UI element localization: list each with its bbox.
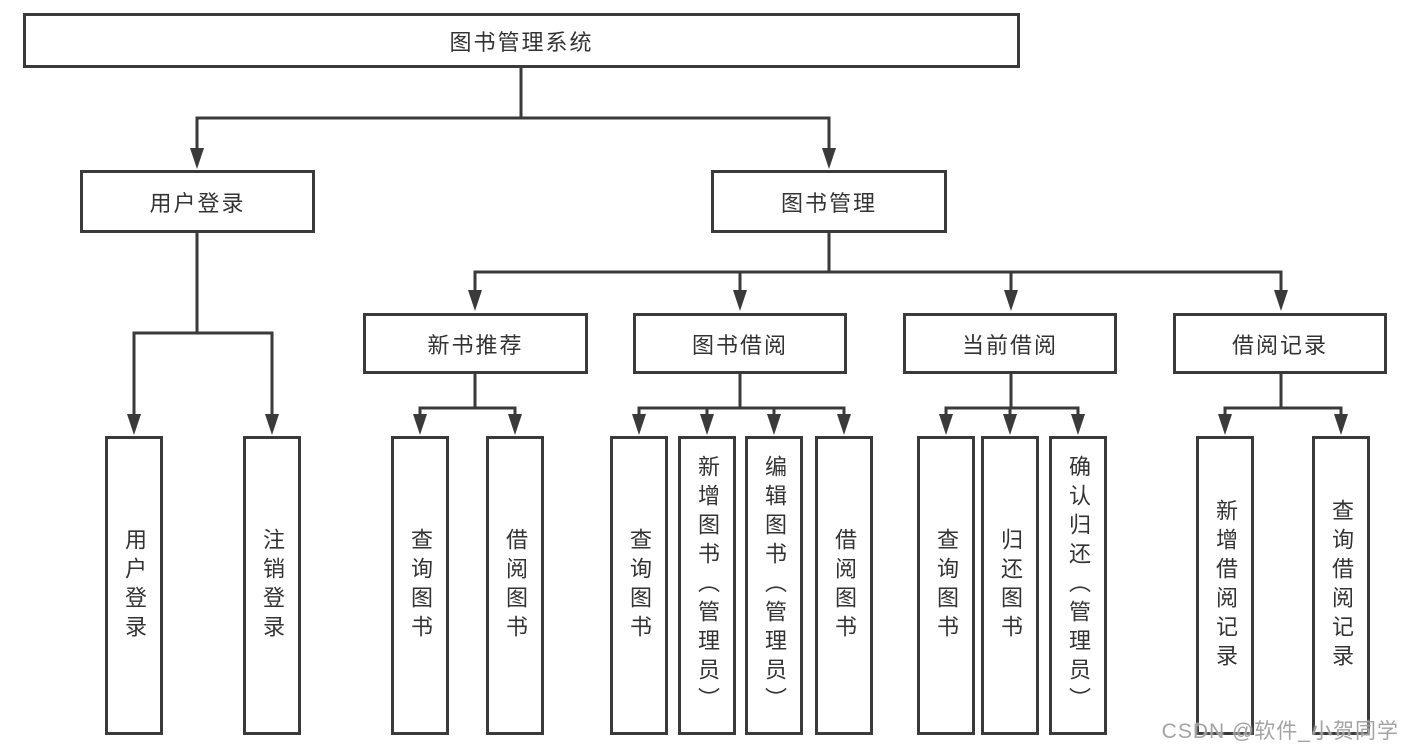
connector-branch-level1 — [195, 116, 831, 149]
node-book-borrow-label: 图书借阅 — [691, 332, 788, 358]
arrowheads — [127, 148, 1348, 435]
leaf-current-borrow-0: 查询图书 — [917, 436, 975, 735]
leaf-label: 借阅图书 — [832, 527, 857, 644]
connector-branch-userlogin — [132, 331, 274, 416]
leaf-label: 编辑图书（管理员） — [762, 455, 787, 716]
node-book-borrow: 图书借阅 — [633, 313, 847, 374]
leaf-current-borrow-1: 归还图书 — [981, 436, 1039, 735]
connector-branch-currentborrow — [944, 406, 1080, 416]
node-new-book: 新书推荐 — [363, 313, 588, 374]
node-current-borrow-label: 当前借阅 — [961, 332, 1058, 358]
leaf-borrow-records-0: 新增借阅记录 — [1196, 436, 1254, 735]
leaf-label: 借阅图书 — [503, 527, 528, 644]
leaf-new-book-0: 查询图书 — [391, 436, 449, 735]
leaf-new-book-1: 借阅图书 — [486, 436, 544, 735]
connector-branch-newbook — [418, 406, 517, 416]
node-root: 图书管理系统 — [23, 13, 1020, 68]
leaf-label: 查询图书 — [627, 527, 652, 644]
csdn-watermark: CSDN @软件_小贺同学 — [1161, 720, 1399, 743]
connector-branch-level2 — [473, 270, 1283, 292]
node-root-label: 图书管理系统 — [449, 29, 594, 55]
node-book-mgmt-label: 图书管理 — [780, 190, 877, 216]
leaf-label: 归还图书 — [998, 527, 1023, 644]
node-current-borrow: 当前借阅 — [903, 313, 1117, 374]
leaf-book-borrow-2: 编辑图书（管理员） — [745, 436, 803, 735]
connector-branch-records — [1223, 406, 1343, 416]
leaf-book-borrow-1: 新增图书（管理员） — [678, 436, 736, 735]
leaf-label: 查询借阅记录 — [1329, 498, 1354, 673]
node-user-login-label: 用户登录 — [149, 190, 246, 216]
node-book-mgmt: 图书管理 — [711, 170, 947, 233]
leaf-label: 注销登录 — [260, 527, 285, 644]
leaf-user-login-0: 用户登录 — [105, 436, 163, 735]
node-new-book-label: 新书推荐 — [427, 332, 524, 358]
leaf-label: 新增图书（管理员） — [695, 455, 720, 716]
leaf-user-login-1: 注销登录 — [243, 436, 301, 735]
connector-branch-bookborrow — [637, 406, 846, 416]
leaf-label: 用户登录 — [122, 527, 147, 644]
leaf-current-borrow-2: 确认归还（管理员） — [1049, 436, 1107, 735]
leaf-book-borrow-0: 查询图书 — [610, 436, 668, 735]
leaf-label: 新增借阅记录 — [1213, 498, 1238, 673]
node-user-login: 用户登录 — [80, 170, 315, 233]
node-borrow-records: 借阅记录 — [1173, 313, 1387, 374]
leaf-label: 查询图书 — [408, 527, 433, 644]
node-borrow-records-label: 借阅记录 — [1231, 332, 1328, 358]
leaf-book-borrow-3: 借阅图书 — [815, 436, 873, 735]
leaf-label: 查询图书 — [934, 527, 959, 644]
leaf-borrow-records-1: 查询借阅记录 — [1312, 436, 1370, 735]
leaf-label: 确认归还（管理员） — [1066, 455, 1091, 716]
